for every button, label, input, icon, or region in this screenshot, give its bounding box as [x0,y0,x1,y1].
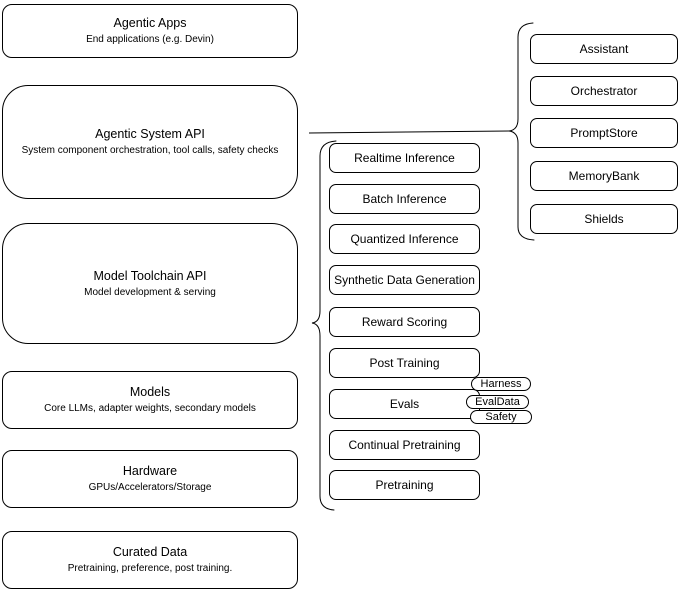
node-reward-scoring: Reward Scoring [329,307,480,337]
node-subtitle: GPUs/Accelerators/Storage [88,482,212,493]
tag-evaldata: EvalData [466,395,529,409]
node-label: Evals [389,397,420,411]
node-continual-pretraining: Continual Pretraining [329,430,480,460]
node-hardware: Hardware GPUs/Accelerators/Storage [2,450,298,508]
node-title: Agentic System API [95,127,205,141]
system-connector-line [308,130,510,134]
node-memorybank: MemoryBank [530,161,678,191]
node-label: Assistant [579,42,629,56]
node-shields: Shields [530,204,678,234]
node-label: Reward Scoring [361,315,448,329]
node-models: Models Core LLMs, adapter weights, secon… [2,371,298,429]
node-realtime-inference: Realtime Inference [329,143,480,173]
node-title: Model Toolchain API [93,268,207,283]
node-title: Models [129,385,171,399]
node-label: Pretraining [375,478,434,492]
node-label: Orchestrator [570,84,638,98]
node-post-training: Post Training [329,348,480,378]
tag-label: Harness [480,378,522,390]
node-label: Quantized Inference [350,232,459,246]
node-label: Batch Inference [362,192,447,206]
node-subtitle: End applications (e.g. Devin) [86,34,214,45]
node-label: PromptStore [570,126,638,140]
node-agentic-apps: Agentic Apps End applications (e.g. Devi… [2,4,298,58]
node-title: Hardware [122,464,178,478]
node-label: Synthetic Data Generation [334,273,475,287]
node-label: Post Training [369,356,440,370]
node-title: Curated Data [112,545,188,559]
node-agentic-system-api: Agentic System API System component orch… [2,85,298,199]
node-subtitle: System component orchestration, tool cal… [21,145,279,156]
node-model-toolchain-api: Model Toolchain API Model development & … [2,223,298,344]
node-label: MemoryBank [568,169,640,183]
toolchain-brace [311,140,337,511]
node-pretraining: Pretraining [329,470,480,500]
node-evals: Evals [329,389,480,419]
node-subtitle: Pretraining, preference, post training. [67,563,233,574]
node-label: Realtime Inference [354,151,455,165]
node-curated-data: Curated Data Pretraining, preference, po… [2,531,298,589]
node-label: Shields [584,212,624,226]
node-subtitle: Core LLMs, adapter weights, secondary mo… [44,403,256,414]
node-quantized-inference: Quantized Inference [329,224,480,254]
node-subtitle: Model development & serving [84,286,216,298]
node-promptstore: PromptStore [530,118,678,148]
system-brace [508,22,535,241]
tag-safety: Safety [470,410,532,424]
node-synthetic-data-generation: Synthetic Data Generation [329,265,480,295]
tag-label: EvalData [475,396,520,408]
tag-harness: Harness [471,377,531,391]
node-batch-inference: Batch Inference [329,184,480,214]
node-assistant: Assistant [530,34,678,64]
node-label: Continual Pretraining [348,438,461,452]
node-orchestrator: Orchestrator [530,76,678,106]
node-title: Agentic Apps [113,16,187,30]
tag-label: Safety [485,411,517,423]
